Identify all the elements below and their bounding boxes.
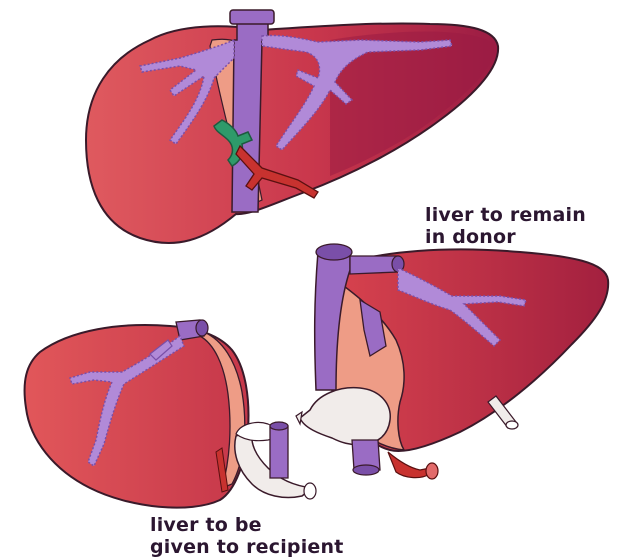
label-liver-to-recipient: liver to be given to recipient [150, 514, 344, 558]
recipient-portal-vein [270, 426, 288, 478]
gallbladder [300, 388, 390, 445]
donor-remaining-liver [296, 244, 608, 479]
recipient-liver [25, 320, 316, 508]
label-donor-line1: liver to remain [425, 204, 586, 226]
label-recipient-line1: liver to be [150, 514, 344, 536]
recipient-liver-body [25, 325, 249, 508]
label-liver-remain-donor: liver to remain in donor [425, 204, 586, 248]
donor-artery-stub [388, 452, 430, 478]
label-donor-line2: in donor [425, 226, 586, 248]
label-recipient-line2: given to recipient [150, 536, 344, 558]
